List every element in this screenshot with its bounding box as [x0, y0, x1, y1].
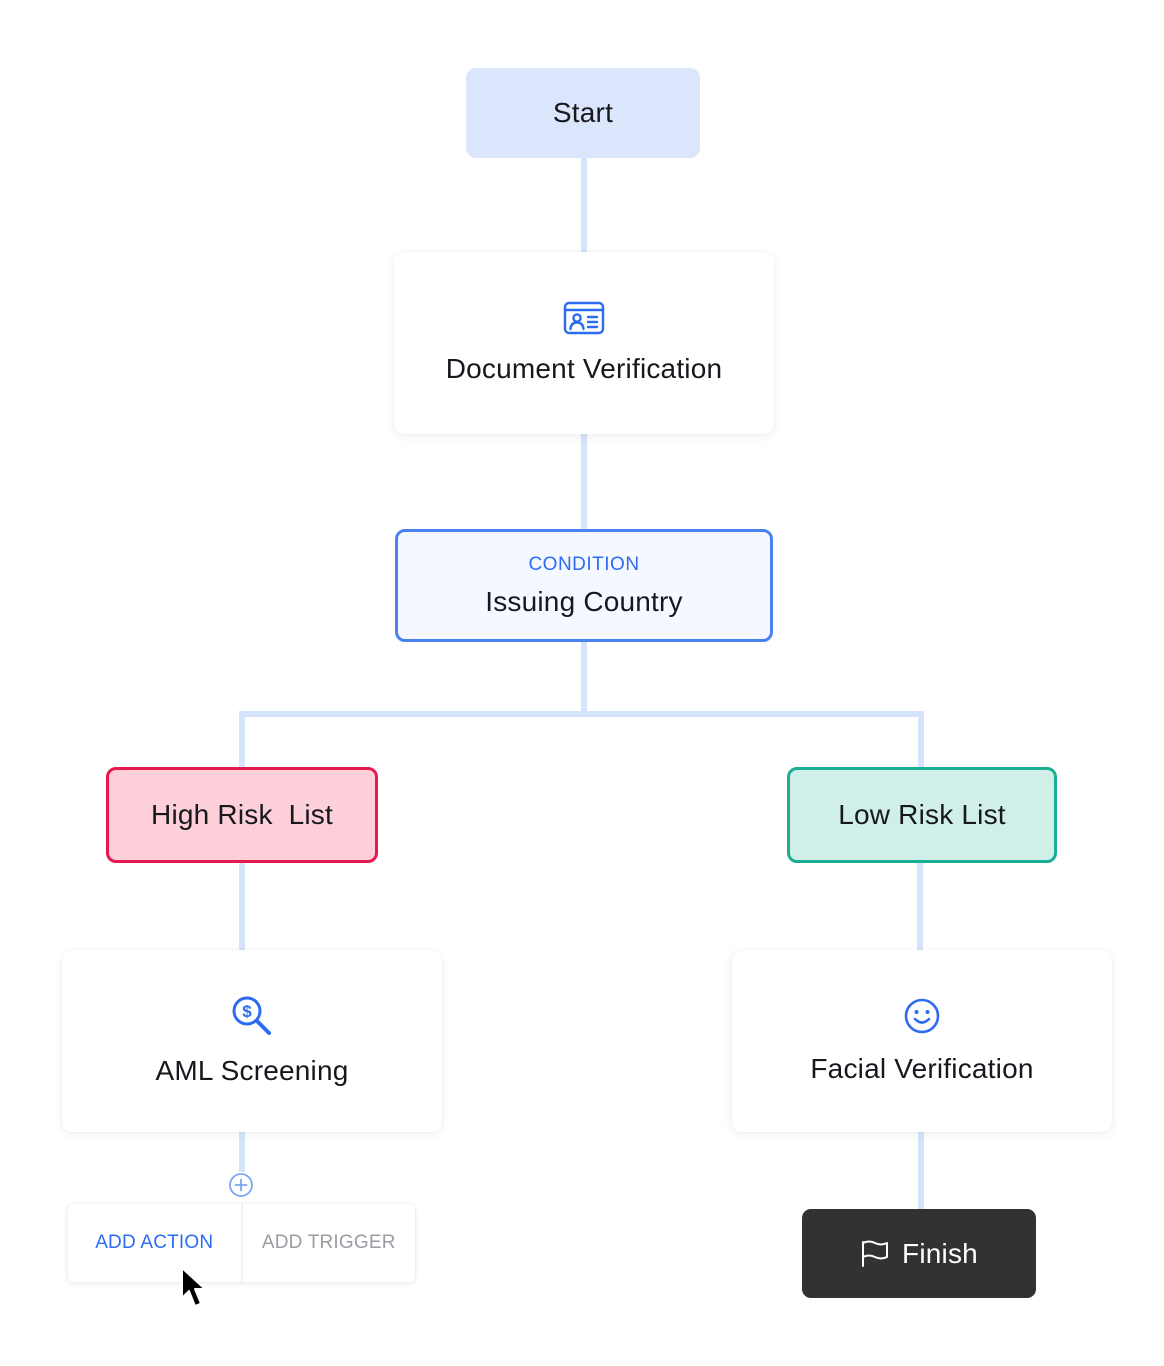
smiley-face-icon: [904, 998, 940, 1034]
low-risk-branch-node[interactable]: Low Risk List: [787, 767, 1057, 863]
flag-icon: [862, 1240, 889, 1267]
condition-node[interactable]: CONDITION Issuing Country: [395, 529, 773, 642]
finish-label: Finish: [902, 1237, 978, 1269]
plus-circle-icon[interactable]: [228, 1172, 254, 1198]
add-step-menu: ADD ACTION ADD TRIGGER: [68, 1204, 415, 1282]
start-label: Start: [552, 97, 614, 128]
id-card-icon: [563, 301, 605, 335]
facial-verification-node[interactable]: Facial Verification: [732, 950, 1112, 1132]
aml-screening-label: AML Screening: [155, 1055, 349, 1086]
add-trigger-button[interactable]: ADD TRIGGER: [261, 1232, 396, 1253]
document-verification-node[interactable]: Document Verification: [394, 252, 774, 434]
high-risk-branch-node[interactable]: High Risk List: [106, 767, 378, 863]
svg-text:$: $: [242, 1002, 252, 1021]
dollar-search-icon: $: [232, 996, 271, 1035]
high-risk-label: High Risk List: [151, 799, 333, 830]
start-node[interactable]: Start: [466, 68, 700, 158]
low-risk-label: Low Risk List: [838, 799, 1006, 830]
aml-screening-node[interactable]: $ AML Screening: [62, 950, 442, 1132]
condition-label: Issuing Country: [485, 585, 683, 617]
condition-tag: CONDITION: [528, 553, 640, 575]
facial-verification-label: Facial Verification: [810, 1053, 1034, 1084]
finish-button[interactable]: Finish: [802, 1209, 1036, 1298]
mouse-pointer-icon: [181, 1267, 206, 1307]
add-action-button[interactable]: ADD ACTION: [68, 1204, 243, 1282]
document-verification-label: Document Verification: [445, 353, 723, 384]
